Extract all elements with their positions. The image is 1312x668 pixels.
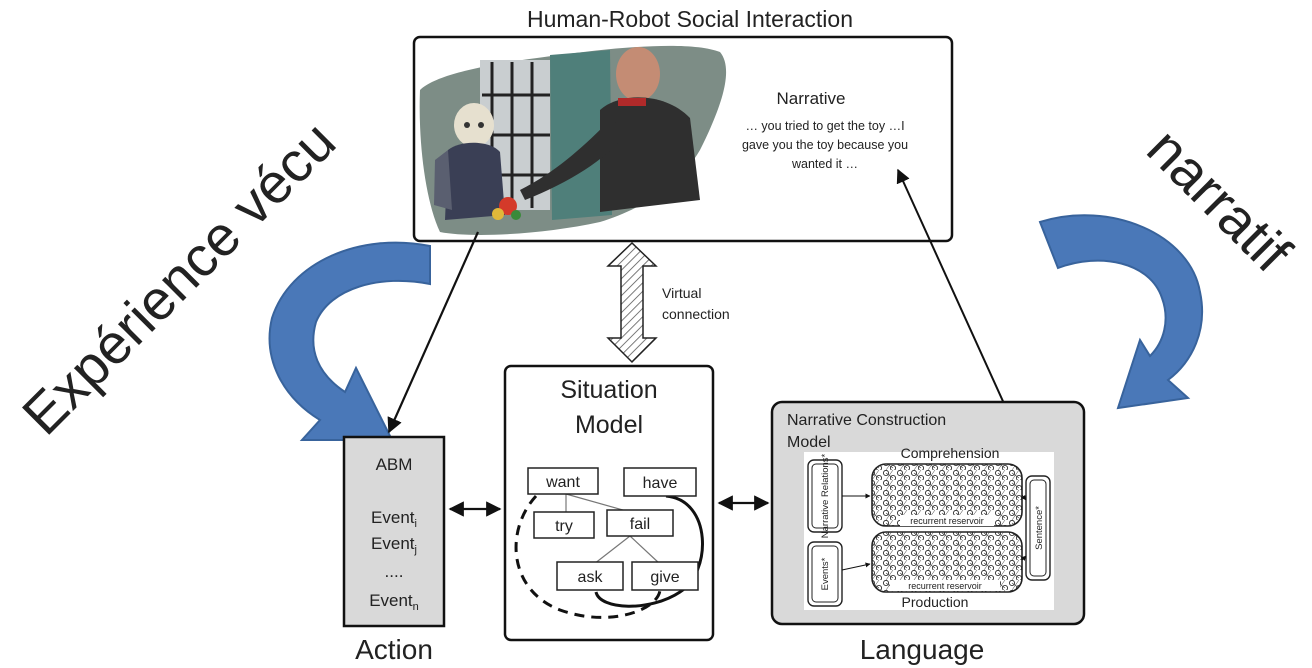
- node-give: give: [631, 561, 699, 591]
- narrative-model-box: Narrative Construction Model Comprehensi…: [770, 400, 1086, 626]
- abm-box: ABM Eventi Eventj .... Eventn: [342, 435, 446, 628]
- svg-text:Narrative Relations*: Narrative Relations*: [820, 453, 831, 538]
- situation-title-1: Situation: [560, 376, 657, 404]
- left-blue-curved-arrow: [268, 241, 431, 441]
- abm-event-ellipsis: ....: [385, 562, 404, 581]
- arrow-photo-to-abm: [387, 231, 480, 434]
- reservoir-production: recurrent reservoir: [871, 531, 1023, 593]
- action-caption: Action: [355, 634, 433, 665]
- svg-text:ask: ask: [578, 569, 604, 586]
- situation-title-2: Model: [575, 411, 643, 439]
- solid-loop: [594, 494, 704, 608]
- virtual-connection-label-2: connection: [662, 306, 730, 322]
- narrative-line-3: wanted it …: [791, 157, 858, 171]
- narrative-line-1: … you tried to get the toy …I: [745, 119, 904, 133]
- right-blue-curved-arrow: [1038, 214, 1204, 410]
- node-want: want: [527, 467, 599, 495]
- node-fail: fail: [606, 509, 674, 537]
- narrative-heading: Narrative: [777, 89, 846, 108]
- comprehension-label: Comprehension: [901, 445, 1000, 461]
- svg-text:fail: fail: [630, 516, 650, 533]
- svg-text:want: want: [545, 474, 580, 491]
- narrative-model-title-2: Model: [787, 434, 831, 451]
- dashed-loop: [514, 494, 662, 619]
- robot-photo: [419, 45, 727, 235]
- virtual-connection-label-1: Virtual: [662, 285, 701, 301]
- narrative-model-title-1: Narrative Construction: [787, 412, 946, 429]
- abm-event-i: Eventi: [371, 508, 417, 530]
- events-block: Events*: [807, 541, 843, 607]
- sentence-block: Sentence*: [1025, 475, 1051, 581]
- virtual-connection-arrow: [606, 241, 658, 364]
- narrative-line-2: gave you the toy because you: [742, 138, 908, 152]
- language-caption: Language: [860, 634, 985, 665]
- svg-text:Events*: Events*: [820, 557, 831, 590]
- svg-text:give: give: [650, 569, 679, 586]
- node-ask: ask: [556, 561, 624, 591]
- svg-text:have: have: [643, 475, 678, 492]
- svg-text:recurrent reservoir: recurrent reservoir: [908, 581, 982, 591]
- top-title: Human-Robot Social Interaction: [527, 6, 853, 32]
- abm-event-n: Eventn: [369, 591, 419, 613]
- interaction-panel: Narrative … you tried to get the toy …I …: [412, 35, 954, 243]
- reservoir-comprehension: recurrent reservoir: [871, 463, 1023, 527]
- narrative-relations-block: Narrative Relations*: [807, 453, 843, 538]
- situation-model-box: Situation Model want have try fail: [503, 364, 715, 642]
- svg-text:Sentence*: Sentence*: [1034, 506, 1045, 550]
- svg-text:recurrent reservoir: recurrent reservoir: [910, 516, 984, 526]
- abm-title: ABM: [376, 455, 413, 474]
- production-label: Production: [902, 594, 969, 610]
- svg-text:try: try: [555, 518, 573, 535]
- abm-event-j: Eventj: [371, 534, 417, 556]
- node-try: try: [533, 511, 595, 539]
- node-have: have: [623, 467, 697, 497]
